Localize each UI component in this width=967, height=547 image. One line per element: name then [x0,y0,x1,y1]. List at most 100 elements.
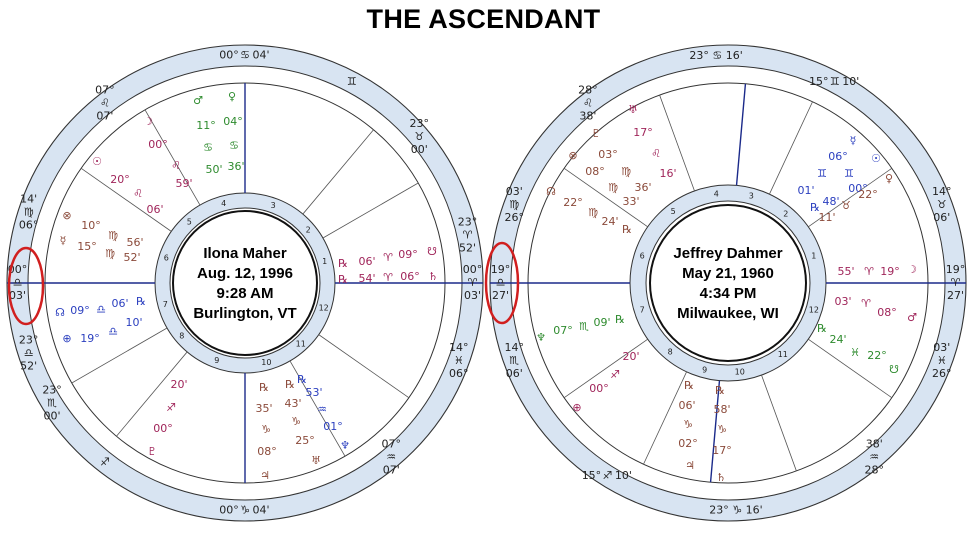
planet-glyph: ♈ [383,271,393,284]
house-cusp-line [322,182,419,239]
ascendant-highlight-dahmer [484,241,520,325]
planet-glyph: 20' [170,378,187,391]
planet-glyph: ℞ [297,373,307,386]
house-number: 8 [668,347,673,356]
house-number: 4 [714,189,719,198]
house-cusp-line [735,83,747,186]
cusp-label-text: ♈ [463,229,473,242]
planet-glyph: 09° [70,304,90,317]
cusp-label-text: ♉ [414,130,424,143]
planet-glyph: 50' [205,163,222,176]
planet-glyph: ♎ [96,303,106,316]
house-number: 3 [271,201,276,210]
cusp-label-text: 19° [946,263,966,276]
house-number: 1 [322,257,327,266]
planet-glyph: ♈ [861,297,871,310]
cusp-label: 15°♊10' [809,75,859,88]
house-cusp-line [563,167,648,228]
cusp-label: 38'♒28° [864,437,884,476]
planet-glyph: ♍ [105,247,115,260]
cusp-label-text: 28° [864,463,884,476]
cusp-label: ♊ [347,75,357,88]
cusp-label-text: 07' [96,110,113,123]
planet-glyph: 00° [589,382,609,395]
planet-glyph: ☉ [92,155,102,168]
planet-glyph: ☿ [60,234,67,247]
cusp-label: 07°♒07' [381,437,401,476]
cusp-label-text: ♐ [603,469,613,482]
chart-center-line: 9:28 AM [217,285,274,302]
planet-glyph: ☽ [143,115,153,128]
house-cusp-line [769,101,813,195]
house-number: 6 [640,251,645,260]
planet-glyph: ℞ [285,378,295,391]
planet-glyph: 53' [305,386,322,399]
cusp-label-text: ♌ [583,97,593,110]
cusp-label: 03'♓26° [932,341,952,380]
planet-glyph: 24' [601,215,618,228]
cusp-label-text: ♉ [937,198,947,211]
chart-center-line: Ilona Maher [203,245,287,262]
planet-glyph: ⊕ [62,332,71,345]
cusp-label-text: 00° [219,504,239,517]
planet-glyph: ♆ [340,439,350,452]
planet-glyph: ℞ [715,384,725,397]
cusp-label-text: ♈ [951,276,961,289]
planet-glyph: 07° [553,324,573,337]
planet-glyph: 35' [255,402,272,415]
planet-glyph: ♍ [108,229,118,242]
chart-center-line: 4:34 PM [700,285,757,302]
planet-glyph: ℞ [615,313,625,326]
cusp-label-text: 07° [95,84,115,97]
planet-glyph: ⊗ [62,209,71,222]
planet-glyph: 03° [598,148,618,161]
inner-ring-2 [169,207,321,359]
house-cusp-line [116,351,188,437]
planet-glyph: ☿ [850,134,857,147]
cusp-label-text: 00° [219,49,239,62]
cusp-label-text: 04' [252,49,269,62]
cusp-label: 00°♈03' [463,263,483,302]
house-number: 6 [164,254,169,263]
chart-center-line: May 21, 1960 [682,265,774,282]
cusp-label-text: 07' [383,463,400,476]
planet-glyph: ♌ [651,147,661,160]
house-cusp-line [709,380,721,483]
house-number: 10 [261,358,271,367]
house-number: 8 [179,332,184,341]
planet-glyph: ♀ [228,90,236,103]
planet-glyph: 06° [828,150,848,163]
cusp-label-text: 06° [449,367,469,380]
chart-center-line: Burlington, VT [193,305,296,322]
cusp-label-text: ♍ [24,206,34,219]
planet-glyph: 36' [227,160,244,173]
planet-glyph: ℞ [338,257,348,270]
planet-glyph: 08° [257,445,277,458]
cusp-label-text: 14° [932,185,952,198]
cusp-label: 03'♍26° [504,185,524,224]
inner-ring-2 [645,200,811,366]
cusp-label-text: 03' [9,289,26,302]
cusp-label-text: 03' [464,289,481,302]
house-number: 9 [214,356,219,365]
cusp-label: 15°♐10' [582,469,632,482]
planet-glyph: 11' [818,211,835,224]
chart-center-line: Aug. 12, 1996 [197,265,293,282]
house-cusp-line [563,338,648,399]
cusp-label-text: 23° [458,216,478,229]
planet-glyph: 15° [77,240,97,253]
planet-glyph: ☉ [871,152,881,165]
cusp-label: 19°♎27' [491,263,511,302]
planet-glyph: ♑ [291,415,301,428]
planet-glyph: 19° [80,332,100,345]
house-number: 4 [221,199,226,208]
planet-glyph: ♇ [147,445,157,458]
planet-glyph: ♌ [171,159,181,172]
ascendant-highlight-maher [7,246,45,326]
planet-glyph: ℞ [684,379,694,392]
planet-glyph: ♈ [864,265,874,278]
house-cusp-line [659,94,695,192]
planet-glyph: 54' [358,272,375,285]
cusp-label-text: ♊ [347,75,357,88]
planet-glyph: 08° [585,165,605,178]
